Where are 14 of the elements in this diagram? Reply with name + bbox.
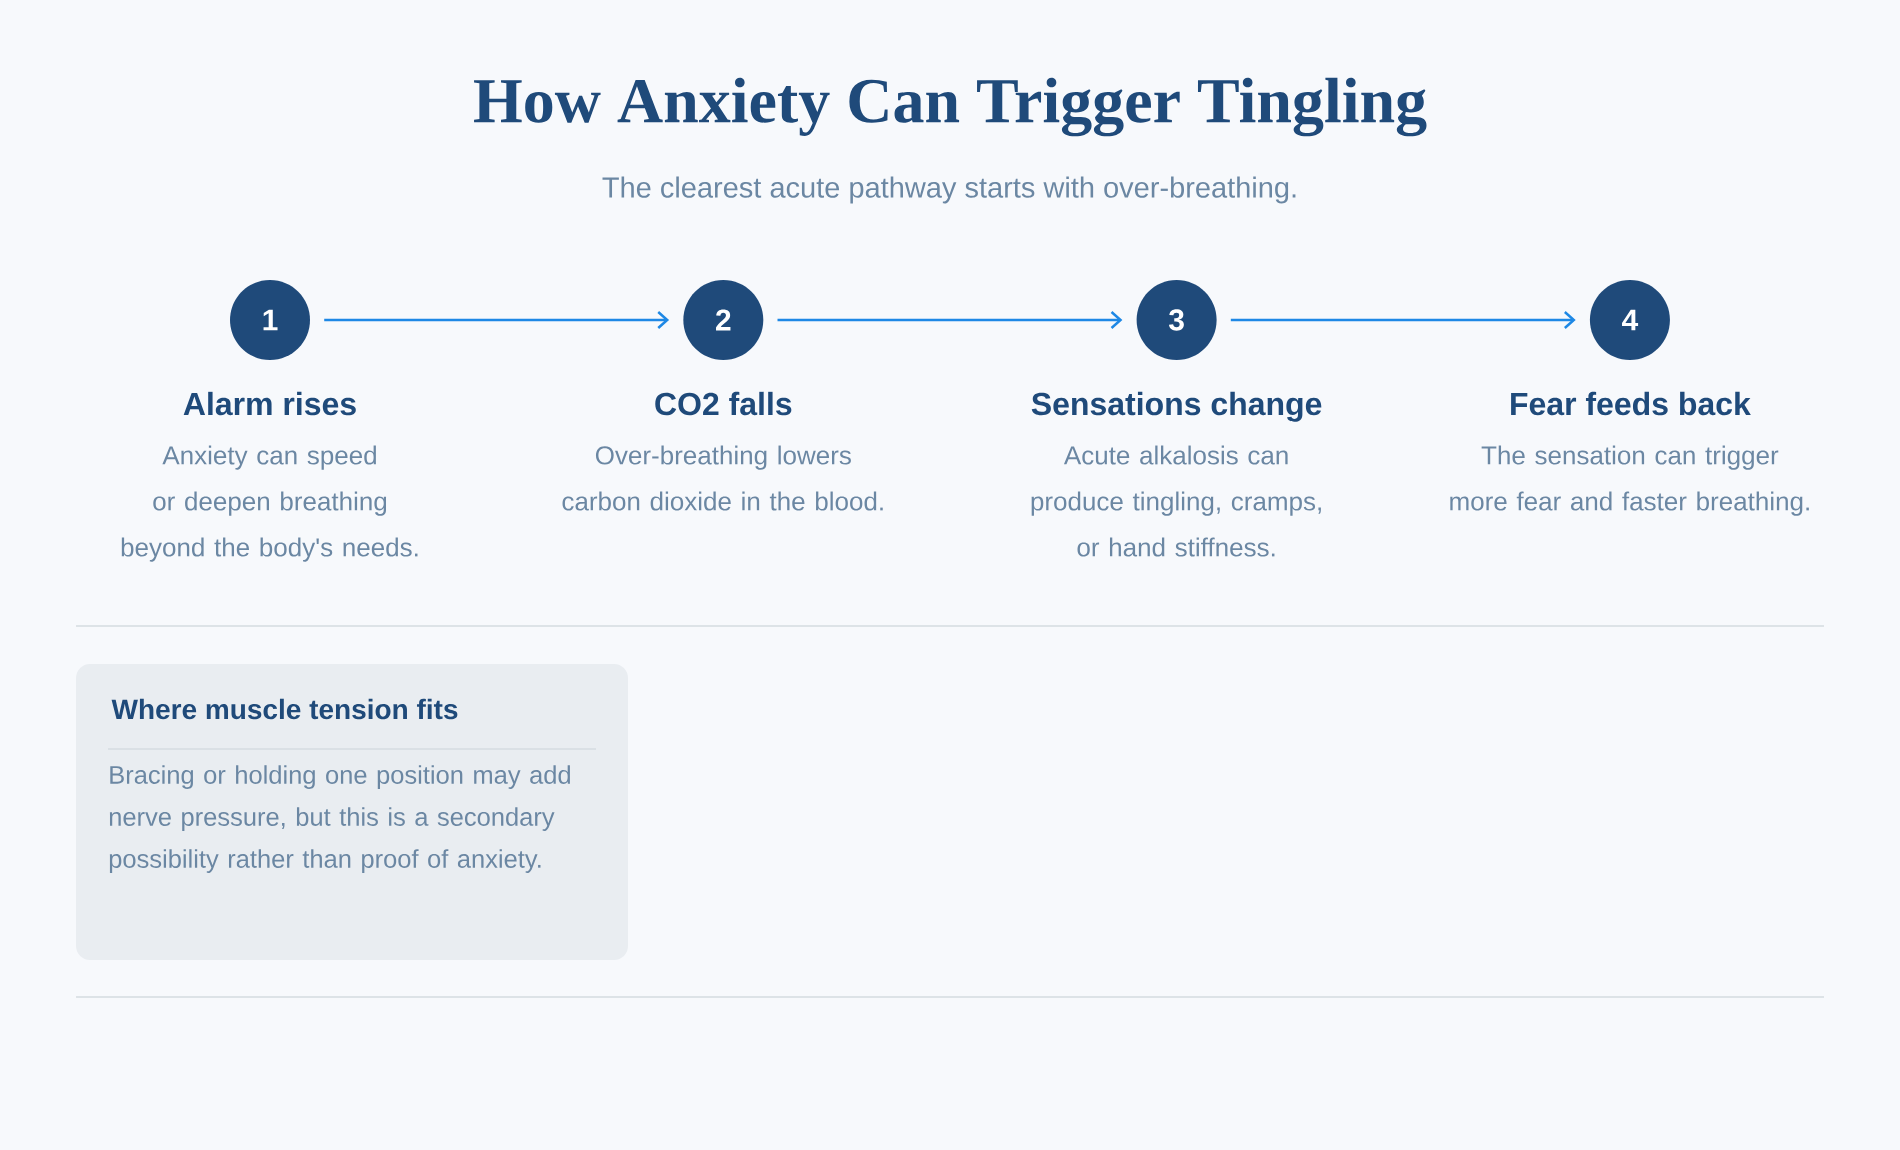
step-heading: CO2 falls — [655, 391, 792, 416]
step-description: Acute alkalosis can produce tingling, cramps, or hand stiffness. — [1031, 445, 1321, 557]
step-heading: Sensations change — [1031, 391, 1322, 422]
step-description: The sensation can trigger more fear and faster breathing. — [1450, 445, 1809, 516]
arrow — [1230, 311, 1576, 329]
title: How Anxiety Can Trigger Tingling — [474, 77, 1427, 137]
step-heading: Alarm rises — [183, 391, 356, 416]
step-description: Anxiety can speed or deepen breathing beyond the body's needs. — [121, 445, 418, 562]
note-card: Where muscle tension fits Bracing or holding one position may add nerve pressure, but this is a secondary possibility rather than proof of anxiety. — [76, 664, 628, 960]
step-heading: Fear feeds back — [1511, 391, 1751, 416]
arrow — [777, 311, 1123, 329]
arrow — [324, 311, 670, 329]
step-description: Over-breathing lowers carbon dioxide in the blood. — [562, 445, 883, 511]
subtitle: The clearest acute pathway starts with over-breathing. — [602, 176, 1296, 204]
